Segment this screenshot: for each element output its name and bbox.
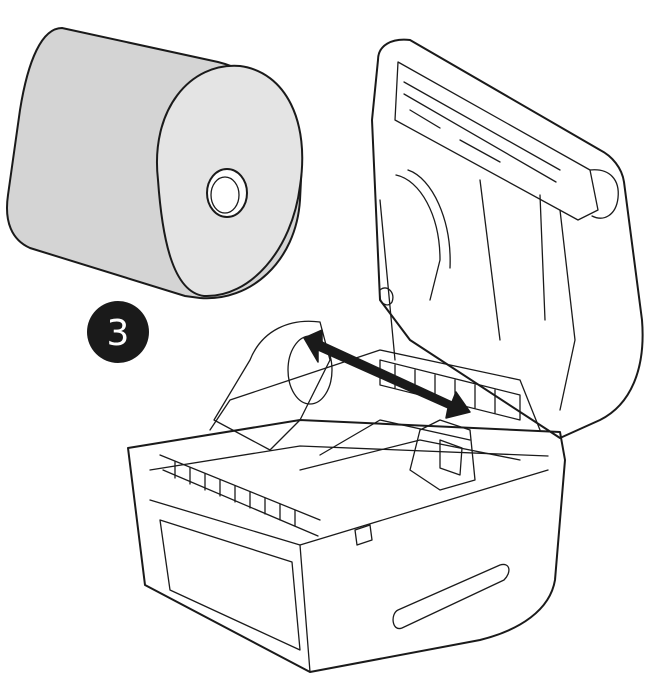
open-label-printer-icon (127, 38, 644, 673)
double-arrow-icon (303, 329, 471, 419)
step-badge: 3 (87, 301, 149, 363)
step-badge-circle (87, 301, 149, 363)
paper-roll-core (206, 168, 248, 218)
printer-base (127, 320, 566, 673)
paper-roll-icon (6, 26, 304, 300)
paper-roll-core-inner (210, 176, 240, 214)
printer-lid (371, 38, 644, 439)
step-badge-number: 3 (107, 313, 130, 354)
